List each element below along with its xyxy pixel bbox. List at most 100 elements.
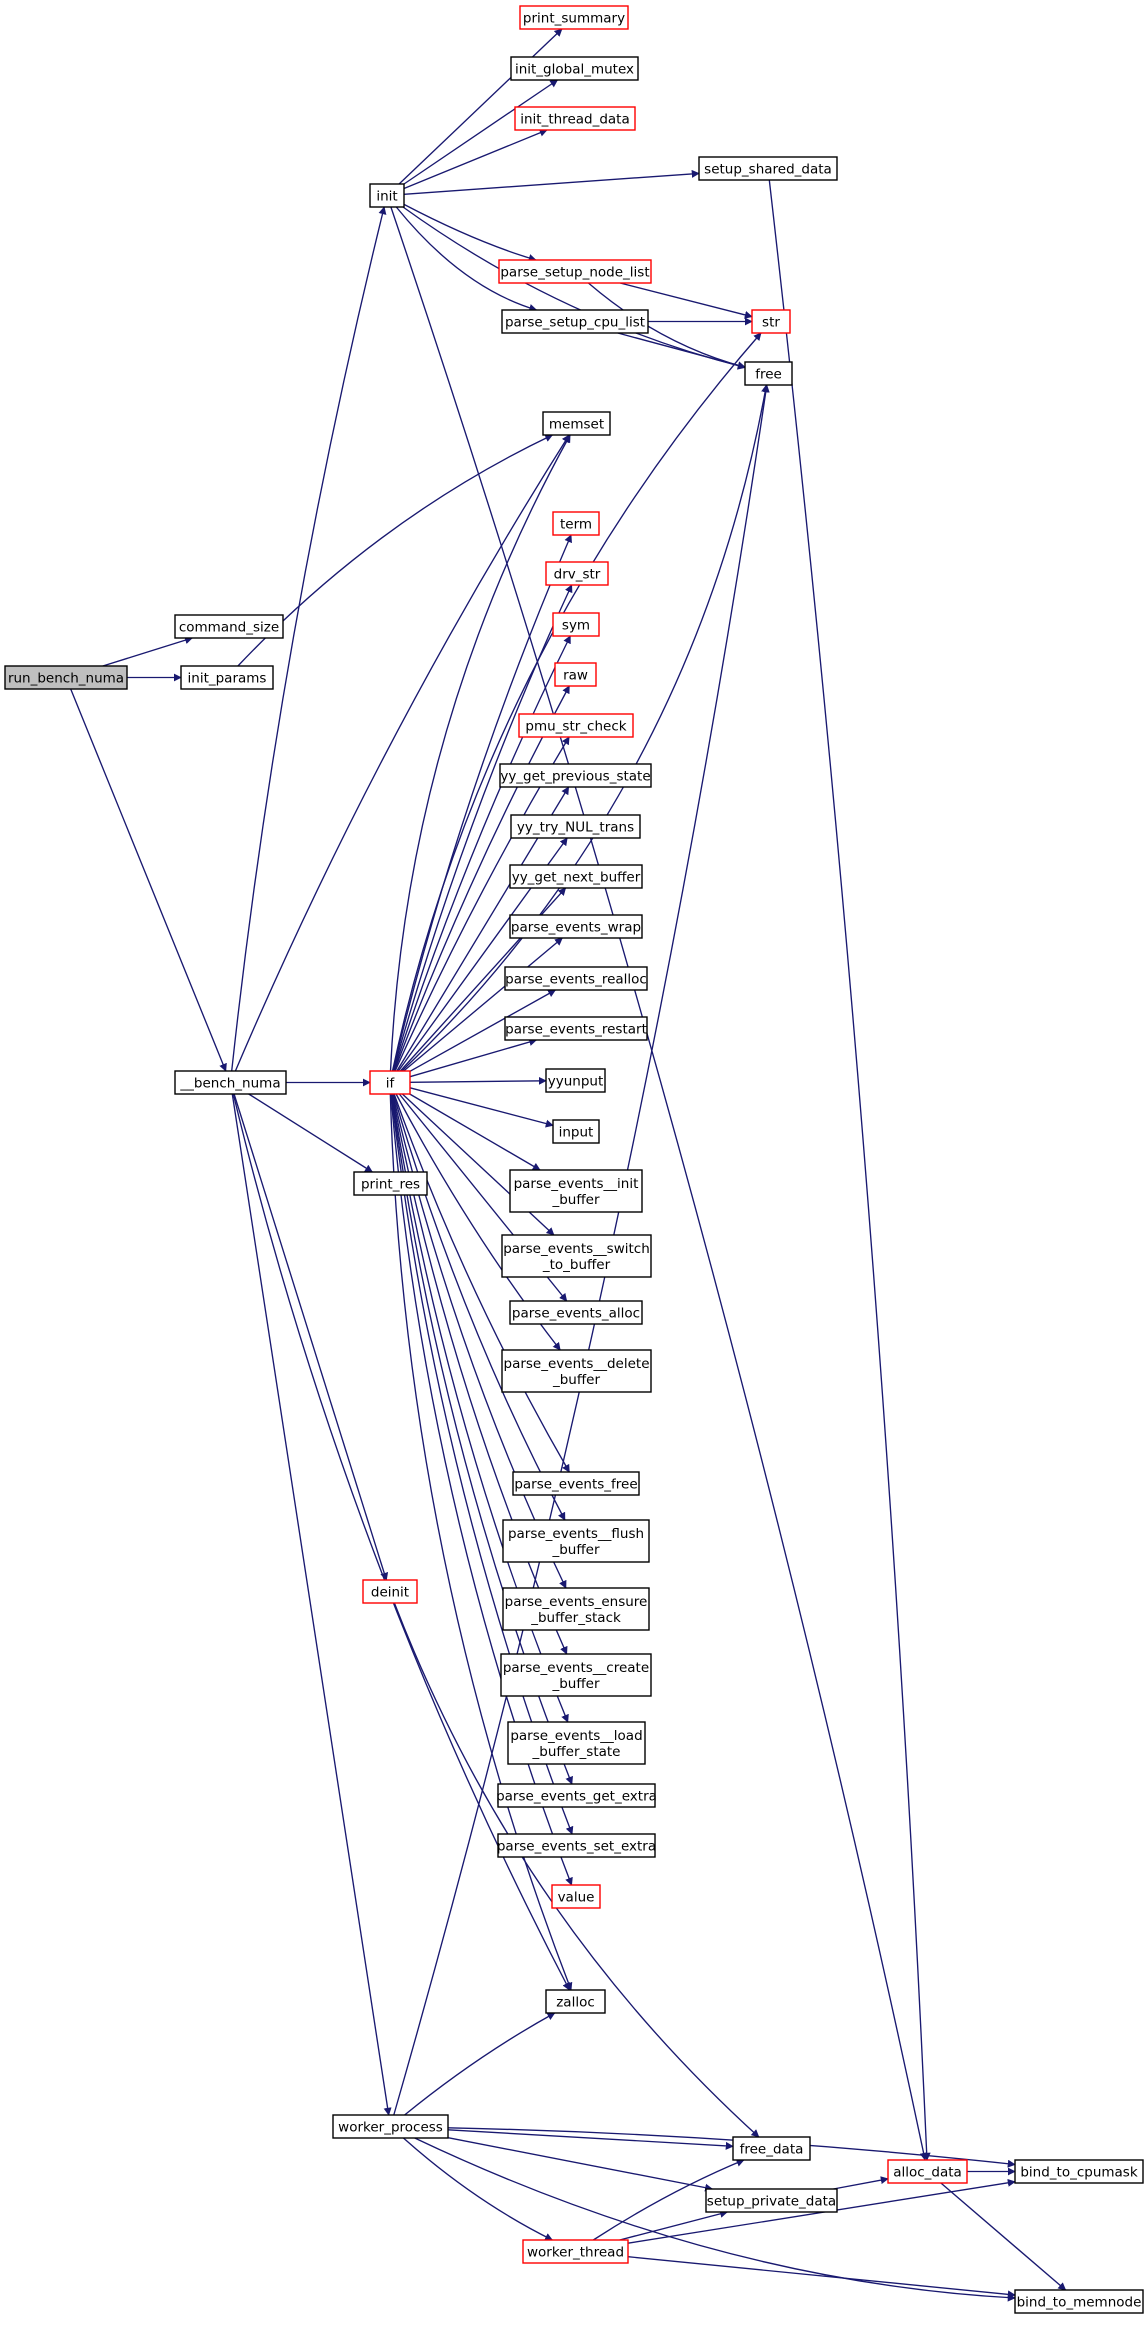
edge-if-to-str <box>391 332 762 1072</box>
node-raw[interactable]: raw <box>554 662 597 687</box>
node-yy-get-previous-state[interactable]: yy_get_previous_state <box>499 763 652 788</box>
node-parse-setup-node-list[interactable]: parse_setup_node_list <box>498 259 652 284</box>
edge-path <box>392 584 573 1072</box>
node-print-summary[interactable]: print_summary <box>519 5 629 30</box>
edge-init-to-setup_shared_data <box>403 169 700 195</box>
node-init-params[interactable]: init_params <box>180 665 274 690</box>
node-parse-setup-cpu-list[interactable]: parse_setup_cpu_list <box>501 309 649 334</box>
node-yy-get-next-buffer[interactable]: yy_get_next_buffer <box>509 864 643 889</box>
edge-path <box>619 282 753 319</box>
edge-path <box>619 2209 729 2241</box>
edge-path <box>403 203 537 262</box>
node-init-global-mutex[interactable]: init_global_mutex <box>510 56 639 81</box>
node-label: parse_events_wrap <box>511 920 641 936</box>
node-yy-try-NUL-trans[interactable]: yy_try_NUL_trans <box>510 814 641 839</box>
node-if[interactable]: if <box>369 1070 411 1095</box>
edge-path <box>414 2137 1016 2302</box>
edge-path <box>392 534 572 1072</box>
node-parse-events-free[interactable]: parse_events_free <box>512 1471 640 1496</box>
node-box <box>509 1300 643 1325</box>
node-box <box>698 156 838 181</box>
node-box <box>502 1519 650 1563</box>
node-memset[interactable]: memset <box>542 411 611 436</box>
node-command-size[interactable]: command_size <box>174 614 284 639</box>
node-deinit[interactable]: deinit <box>362 1579 418 1604</box>
edge-path <box>390 206 928 2161</box>
node-drv-str[interactable]: drv_str <box>545 561 609 586</box>
node-parse-events-get-extra[interactable]: parse_events_get_extra <box>496 1783 657 1808</box>
node-label: zalloc <box>556 1995 595 2011</box>
node-box <box>174 1070 287 1095</box>
node-sym[interactable]: sym <box>552 612 600 637</box>
edge-path <box>940 2182 1067 2291</box>
node-zalloc[interactable]: zalloc <box>545 1989 606 2014</box>
node-label: run_bench_numa <box>8 671 124 687</box>
node-box <box>498 259 652 284</box>
node-run-bench-numa[interactable]: run_bench_numa <box>4 665 128 690</box>
node-box <box>522 2239 629 2264</box>
node-setup-shared-data[interactable]: setup_shared_data <box>698 156 838 181</box>
edge-path <box>409 989 557 1072</box>
edge-bench_numa-to-deinit <box>233 1093 389 1581</box>
node-label: print_summary <box>523 11 625 27</box>
node-box <box>744 361 793 386</box>
node-bind-to-cpumask[interactable]: bind_to_cpumask <box>1014 2159 1144 2184</box>
node-pmu-str-check[interactable]: pmu_str_check <box>518 713 634 738</box>
node-box <box>501 1234 652 1278</box>
node-label: raw <box>563 668 588 684</box>
node-str[interactable]: str <box>751 309 791 334</box>
node-label: deinit <box>371 1585 409 1601</box>
node-box <box>554 662 597 687</box>
node-yyunput[interactable]: yyunput <box>545 1068 606 1093</box>
node-pe-ensure-buffer-stack[interactable]: parse_events_ensure_buffer_stack <box>502 1587 650 1631</box>
node-init-thread-data[interactable]: init_thread_data <box>514 106 636 131</box>
edge-path <box>409 1087 554 1128</box>
edge-path <box>389 434 571 1072</box>
node-parse-events-set-extra[interactable]: parse_events_set_extra <box>497 1833 656 1858</box>
node-box <box>545 561 609 586</box>
node-print-res[interactable]: print_res <box>353 1171 428 1196</box>
node-label: yy_get_previous_state <box>500 769 650 785</box>
node-box <box>509 914 643 939</box>
node-pe-flush-buffer[interactable]: parse_events__flush_buffer <box>502 1519 650 1563</box>
node-label: parse_events__init <box>514 1176 639 1192</box>
node-pe-delete-buffer[interactable]: parse_events__delete_buffer <box>501 1349 652 1393</box>
edge-if-to-yy_get_next_buffer <box>399 887 567 1072</box>
node-box <box>552 511 600 536</box>
edge-init-to-init_global_mutex <box>403 79 559 185</box>
node-parse-events-restart[interactable]: parse_events_restart <box>504 1016 648 1041</box>
node-input[interactable]: input <box>552 1119 600 1144</box>
node-label: __bench_numa <box>179 1076 280 1092</box>
node-worker-thread[interactable]: worker_thread <box>522 2239 629 2264</box>
node-pe-load-buffer-state[interactable]: parse_events__load_buffer_state <box>507 1721 646 1765</box>
edge-path <box>393 1093 570 1473</box>
node-box <box>507 1721 646 1765</box>
node-box <box>353 1171 428 1196</box>
node-box <box>497 1833 656 1858</box>
node-parse-events-realloc[interactable]: parse_events_realloc <box>504 966 648 991</box>
node-free-data[interactable]: free_data <box>732 2136 811 2161</box>
node-setup-private-data[interactable]: setup_private_data <box>705 2188 838 2213</box>
edge-path <box>402 2137 554 2241</box>
node-pe-init-buffer[interactable]: parse_events__init_buffer <box>509 1169 643 1213</box>
edge-path <box>393 1602 760 2138</box>
node-worker-process[interactable]: worker_process <box>332 2114 449 2139</box>
node-parse-events-wrap[interactable]: parse_events_wrap <box>509 914 643 939</box>
node-value[interactable]: value <box>551 1884 601 1909</box>
edge-path <box>399 887 567 1072</box>
node-bench-numa[interactable]: __bench_numa <box>174 1070 287 1095</box>
node-term[interactable]: term <box>552 511 600 536</box>
node-parse-events-alloc[interactable]: parse_events_alloc <box>509 1300 643 1325</box>
node-label: parse_events__flush <box>508 1526 644 1542</box>
edge-path <box>70 688 227 1072</box>
node-alloc-data[interactable]: alloc_data <box>887 2159 968 2184</box>
node-init[interactable]: init <box>369 183 405 208</box>
edge-path <box>833 2176 889 2190</box>
node-free[interactable]: free <box>744 361 793 386</box>
edge-if-to-drv_str <box>392 584 573 1072</box>
node-pe-switch-to-buffer[interactable]: parse_events__switch_to_buffer <box>501 1234 652 1278</box>
edge-if-to-pe_flush_buffer <box>392 1093 566 1521</box>
node-label: parse_events__create <box>503 1660 649 1676</box>
node-pe-create-buffer[interactable]: parse_events__create_buffer <box>500 1653 652 1697</box>
node-bind-to-memnode[interactable]: bind_to_memnode <box>1014 2289 1144 2314</box>
